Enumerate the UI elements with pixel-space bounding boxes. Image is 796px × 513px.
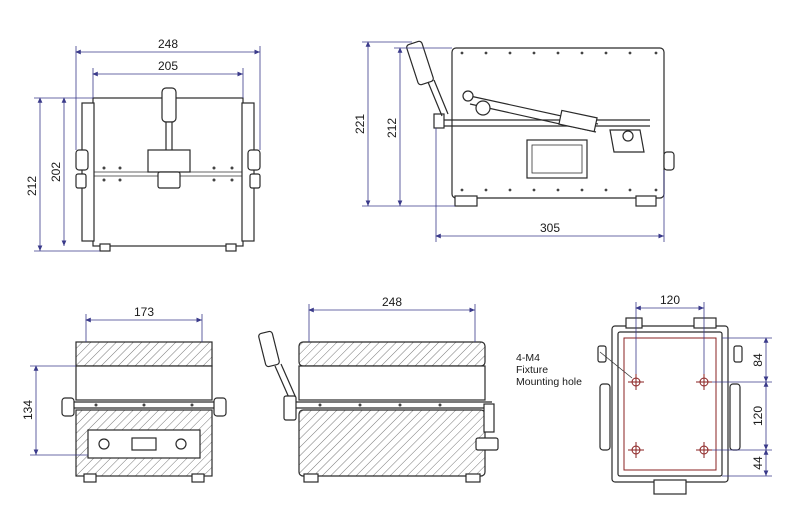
lever-grip <box>406 40 434 86</box>
side-panel-label <box>526 139 588 179</box>
dim-front-open-height: 134 <box>21 400 35 420</box>
dim-front-width-inner: 205 <box>158 59 178 73</box>
dim-top-offset-top: 84 <box>751 353 765 367</box>
dim-front-width-outer: 248 <box>158 37 178 51</box>
dim-side-length: 305 <box>540 221 560 235</box>
side-view: 221 212 305 <box>353 40 675 242</box>
mounting-holes <box>628 374 712 458</box>
dim-front-height-body: 202 <box>49 162 63 182</box>
dim-side-open-length: 248 <box>382 295 402 309</box>
dim-side-height-total: 221 <box>353 114 367 134</box>
dim-top-offset-bottom: 44 <box>751 456 765 470</box>
note-line-3: Mounting hole <box>516 376 582 388</box>
dim-top-hole-spacing-x: 120 <box>660 293 680 307</box>
side-open-view: 248 <box>258 295 499 483</box>
dim-top-hole-spacing-y: 120 <box>751 406 765 426</box>
note-line-2: Fixture <box>516 364 548 376</box>
front-open-view: 173 134 <box>21 305 227 483</box>
note-line-1: 4-M4 <box>516 352 540 364</box>
dim-side-height-body: 212 <box>385 118 399 138</box>
front-view: 248 205 212 202 <box>25 37 261 252</box>
rivet-row-top <box>460 51 658 192</box>
open-lever-grip <box>258 330 280 368</box>
dim-front-open-width: 173 <box>134 305 154 319</box>
top-view: 4-M4 Fixture Mounting hole 120 84 120 44 <box>516 293 772 495</box>
dim-front-height-total: 212 <box>25 176 39 196</box>
handle-grip <box>161 87 177 123</box>
